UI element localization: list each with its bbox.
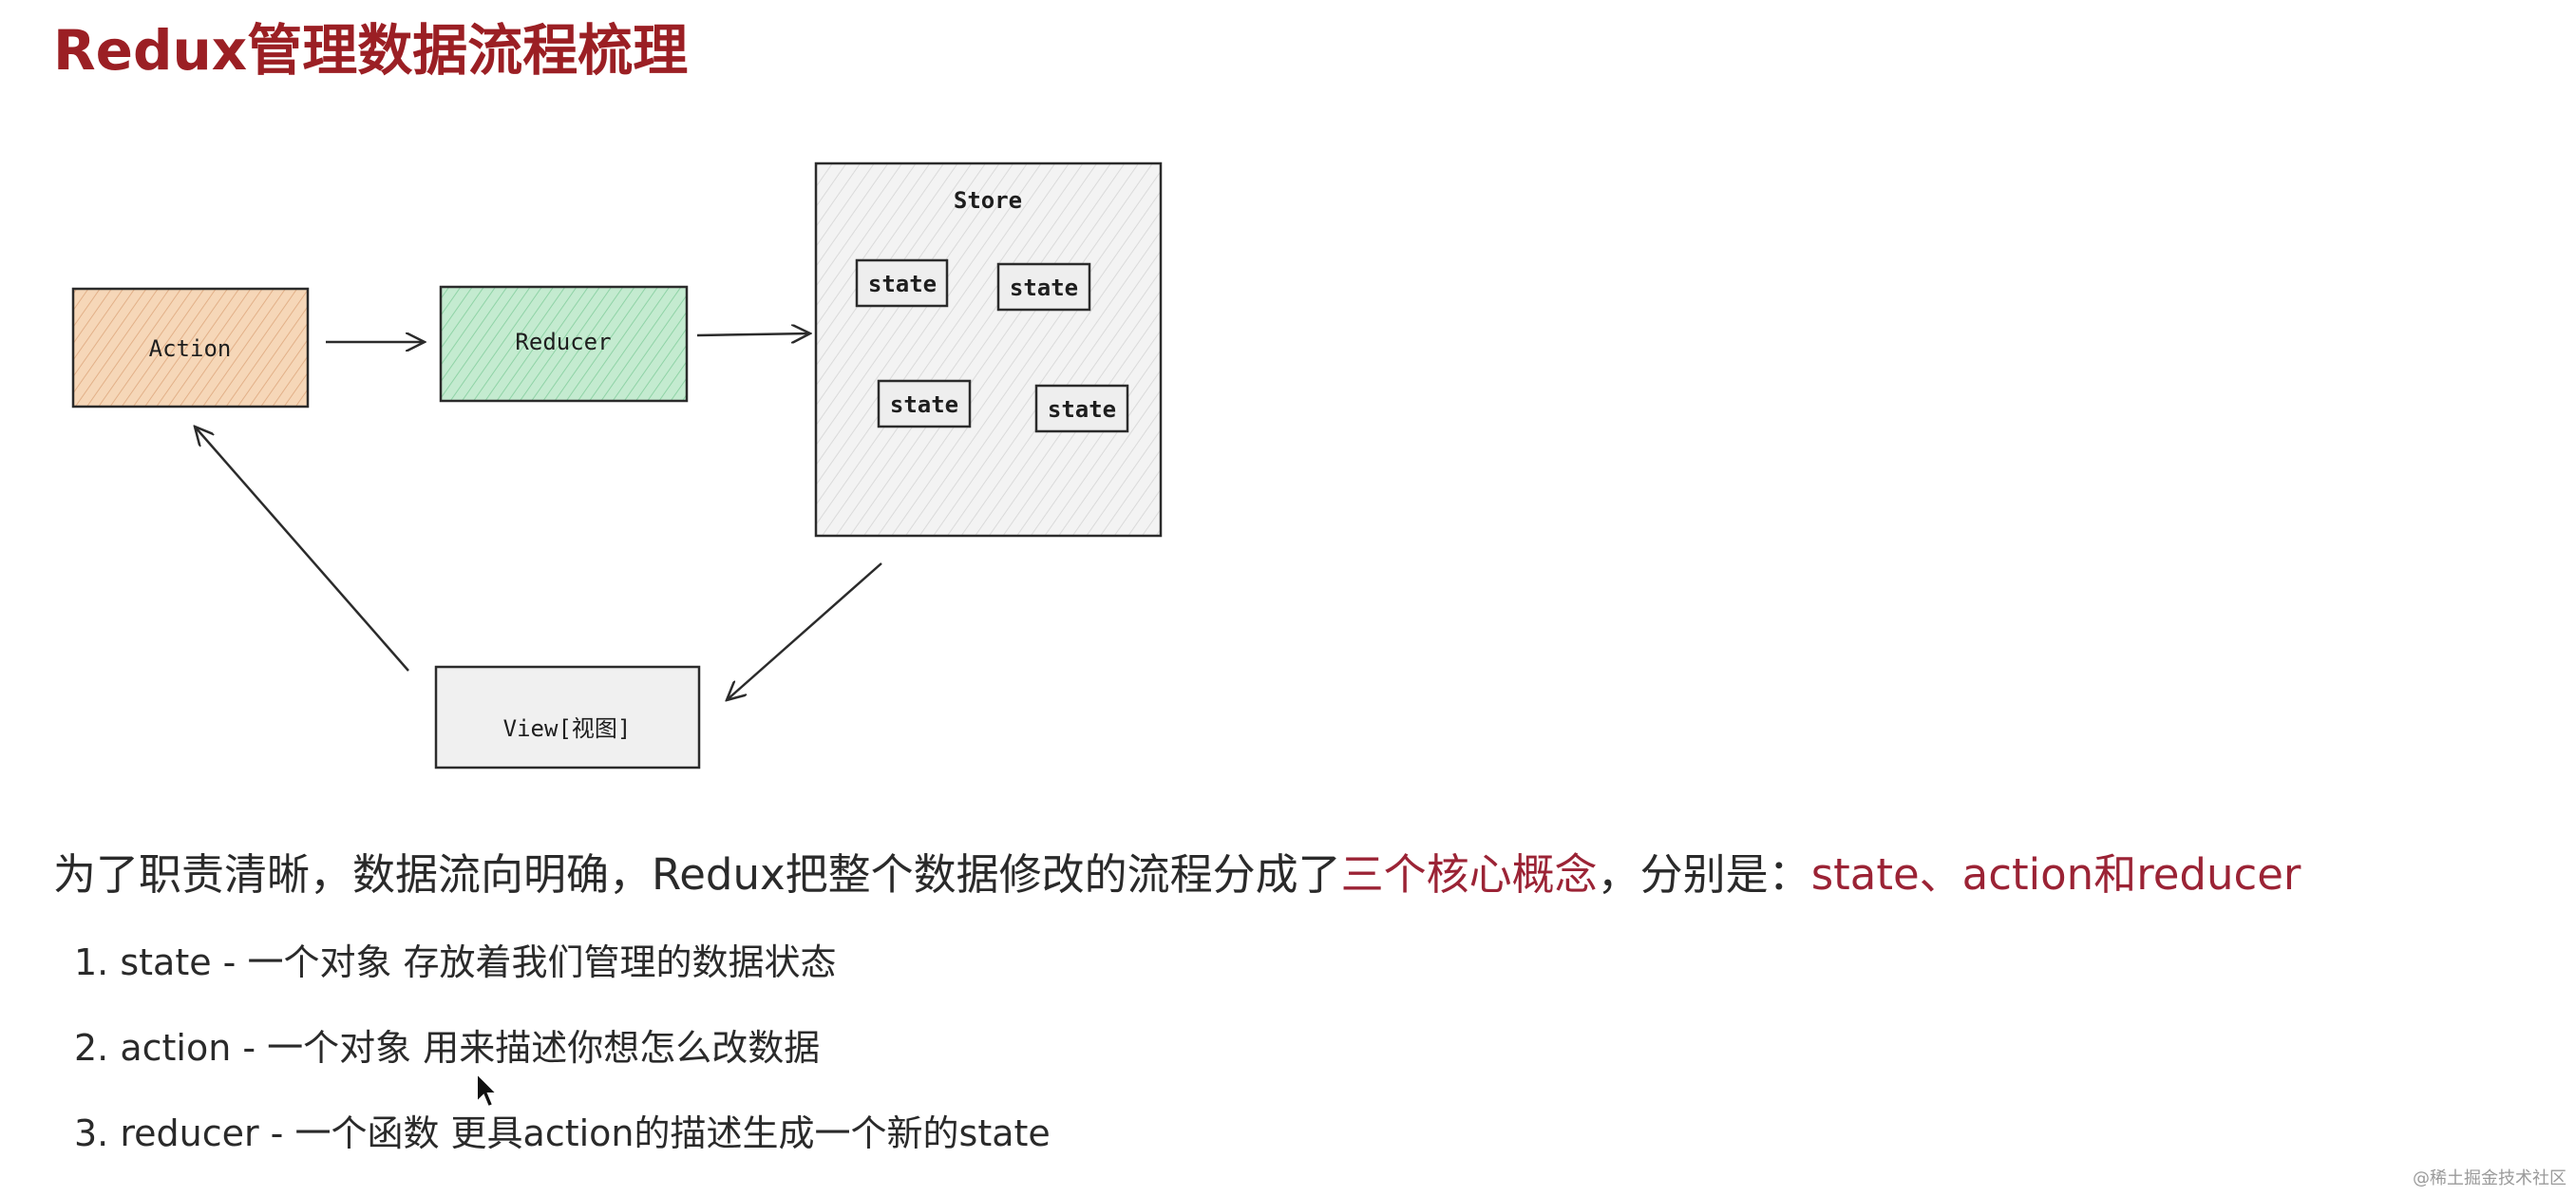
reducer-box: Reducer [439,285,689,403]
arrow-store-to-view [727,562,882,700]
store-box: Store state state state state [814,162,1163,538]
state-label: state [1048,396,1116,423]
concept-list: 1. state - 一个对象 存放着我们管理的数据状态 2. action -… [74,929,1051,1186]
summary-prefix: 为了职责清晰，数据流向明确，Redux把整个数据修改的流程分成了 [53,849,1341,900]
action-box: Action [71,287,310,408]
summary-highlight-concepts: 三个核心概念 [1340,849,1598,900]
view-label: View[视图] [503,715,632,742]
state-label: state [868,271,937,297]
state-box: state [1034,384,1129,433]
view-box: View[视图] [434,665,701,770]
redux-flow-diagram: Action Reducer Store state state state [71,162,1163,770]
state-label: state [890,391,958,418]
store-label: Store [954,187,1022,214]
watermark: @稀土掘金技术社区 [2413,1168,2567,1188]
state-box: state [877,379,972,428]
summary-middle: ，分别是： [1597,849,1811,900]
summary-highlight-names: state、action和reducer [1810,849,2301,900]
list-item: 3. reducer - 一个函数 更具action的描述生成一个新的state [74,1112,1051,1154]
action-label: Action [149,335,232,362]
summary-sentence: 为了职责清晰，数据流向明确，Redux把整个数据修改的流程分成了三个核心概念，分… [53,840,2301,902]
page-title: Redux管理数据流程梳理 [53,18,689,83]
mouse-cursor-icon [476,1072,500,1109]
arrow-view-to-action [195,427,409,672]
list-item: 2. action - 一个对象 用来描述你想怎么改数据 [74,1027,821,1069]
state-box: state [855,258,949,308]
state-label: state [1010,275,1078,301]
arrow-reducer-to-store [696,333,810,335]
reducer-label: Reducer [515,329,611,355]
list-item: 1. state - 一个对象 存放着我们管理的数据状态 [74,941,837,983]
state-box: state [996,262,1091,312]
